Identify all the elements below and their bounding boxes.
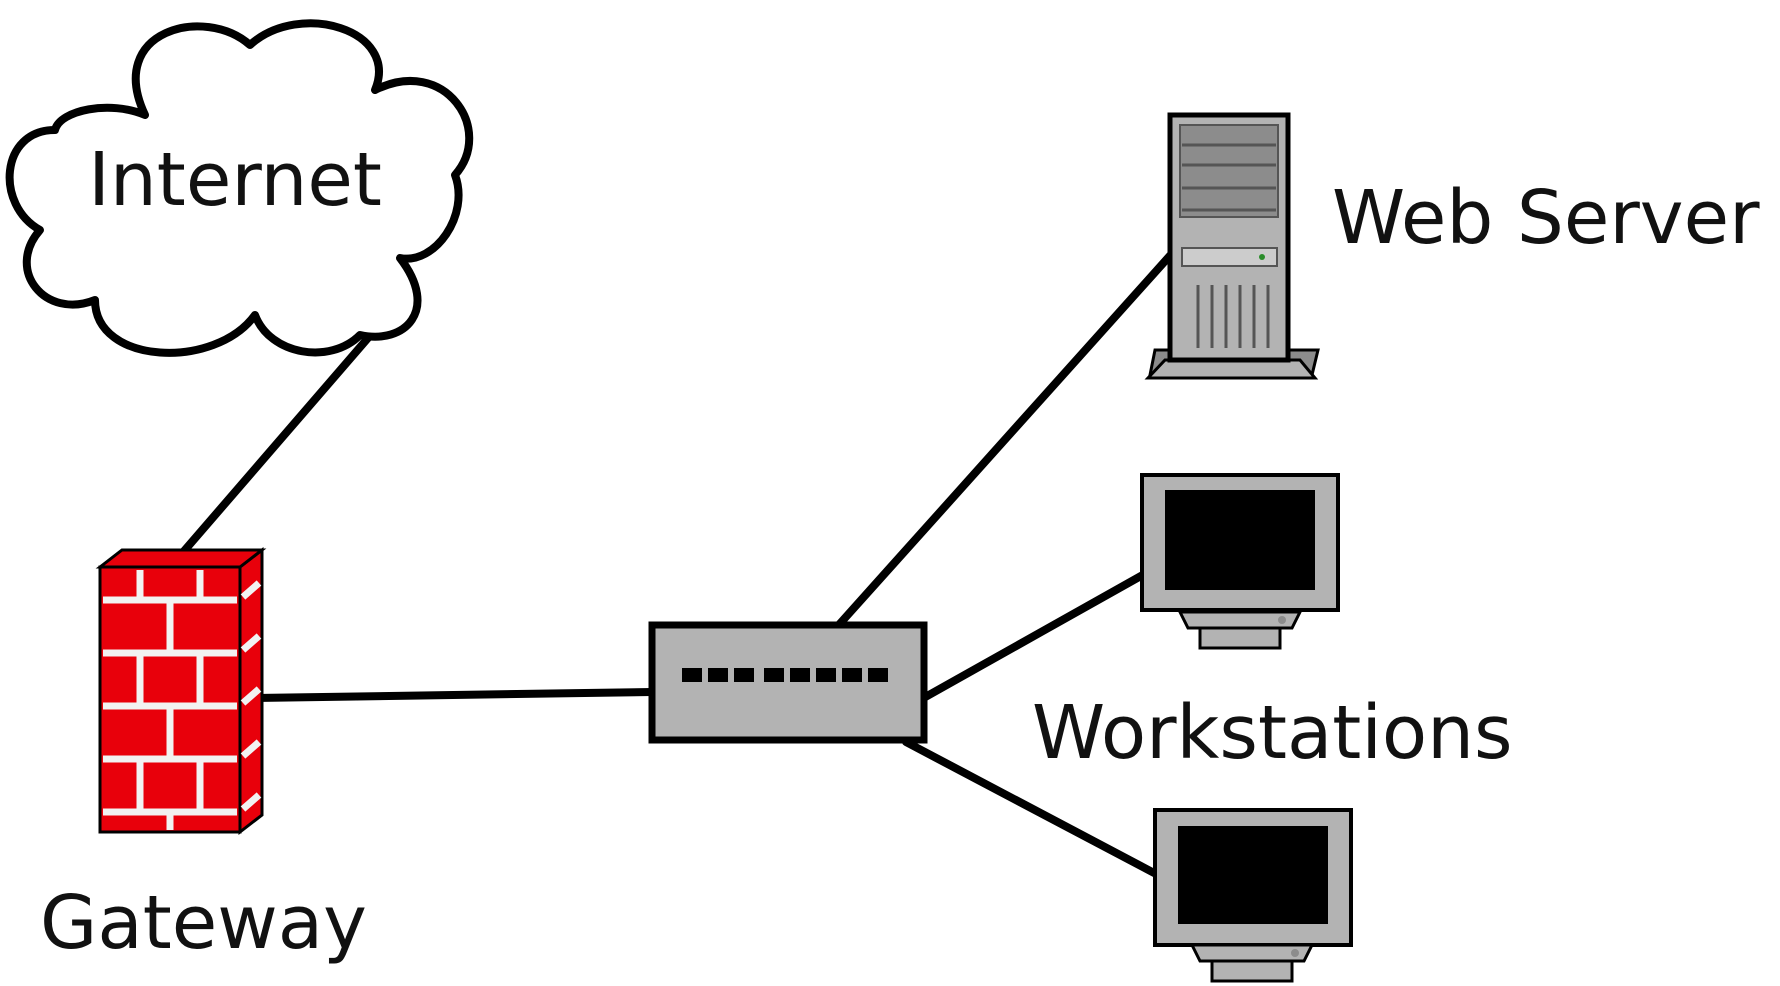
connections	[174, 246, 1179, 888]
gateway-label: Gateway	[40, 880, 367, 966]
webserver-label: Web Server	[1332, 175, 1760, 261]
switch-node	[648, 621, 928, 744]
cloud-icon	[5, 19, 474, 357]
link-switch-workstation-2	[902, 738, 1179, 888]
internet-label: Internet	[88, 137, 382, 223]
gateway-node: Gateway	[40, 546, 367, 966]
link-switch-workstation-1	[916, 568, 1152, 704]
firewall-icon	[95, 546, 267, 836]
server-tower-icon	[1144, 112, 1320, 380]
link-gateway-switch	[251, 688, 656, 702]
link-switch-webserver	[832, 246, 1179, 632]
monitor-icon	[1140, 473, 1340, 650]
link-internet-gateway	[174, 334, 372, 562]
internet-node: Internet	[5, 19, 474, 357]
webserver-node: Web Server	[1144, 112, 1760, 380]
network-switch-icon	[648, 621, 928, 744]
switch-ports	[682, 668, 888, 682]
workstation-1-node	[1140, 473, 1340, 650]
monitor-icon	[1153, 808, 1353, 983]
workstation-2-node	[1153, 808, 1353, 983]
workstations-label: Workstations	[1032, 690, 1513, 776]
